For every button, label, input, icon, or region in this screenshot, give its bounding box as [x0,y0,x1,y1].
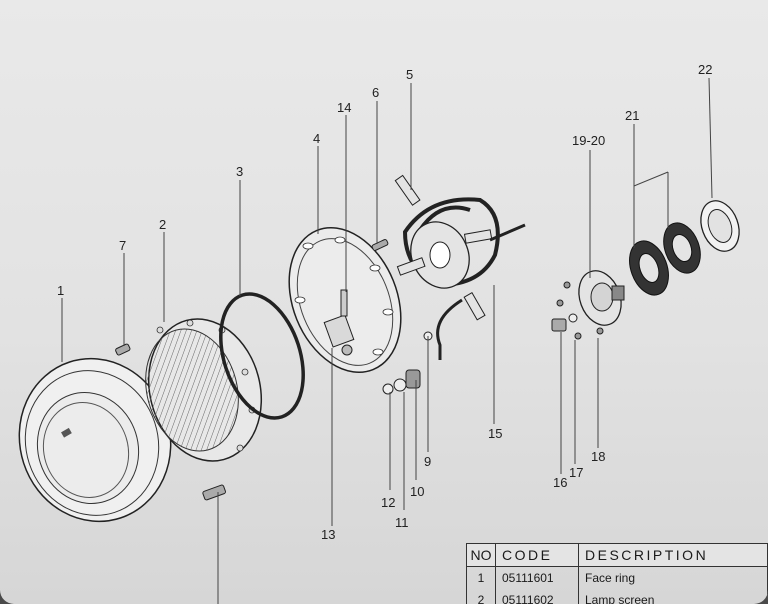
callout-2: 2 [159,217,166,232]
callout-19-20: 19-20 [572,133,605,148]
table-header-row: NO CODE DESCRIPTION [466,543,768,567]
cell-no: 1 [466,566,496,589]
callout-3: 3 [236,164,243,179]
cell-code: 05111602 [495,589,579,604]
callout-16: 16 [553,475,567,490]
callout-18: 18 [591,449,605,464]
col-description: DESCRIPTION [578,543,768,567]
part-face-ring [18,357,172,523]
cell-no: 2 [466,589,496,604]
part-gaskets [629,222,701,296]
callout-5: 5 [406,67,413,82]
callout-12: 12 [381,495,395,510]
parts-table: NO CODE DESCRIPTION 1 05111601 Face ring… [466,543,768,604]
table-row: 2 05111602 Lamp screen [466,589,768,604]
cell-description: Lamp screen [578,589,768,604]
part-lamp-holder [394,174,526,360]
col-no: NO [466,543,496,567]
part-lamp-screen [145,318,263,462]
callout-13: 13 [321,527,335,542]
callout-1: 1 [57,283,64,298]
callout-21: 21 [625,108,639,123]
part-washer [700,200,740,252]
callout-17: 17 [569,465,583,480]
callout-10: 10 [410,484,424,499]
callout-4: 4 [313,131,320,146]
part-cable-gland [578,270,625,326]
part-reflector-plate [288,227,402,373]
small-parts [115,239,604,501]
table-row: 1 05111601 Face ring [466,566,768,589]
cell-code: 05111601 [495,566,579,589]
col-code: CODE [495,543,579,567]
callout-6: 6 [372,85,379,100]
callout-11: 11 [395,515,409,530]
callout-9: 9 [424,454,431,469]
leader-lines [61,77,713,604]
cell-description: Face ring [578,566,768,589]
callout-15: 15 [488,426,502,441]
callout-14: 14 [337,100,351,115]
callout-labels: 1 2 3 4 5 6 7 9 10 11 12 13 14 15 16 17 … [57,62,712,542]
part-o-ring [219,292,305,420]
callout-22: 22 [698,62,712,77]
callout-7: 7 [119,238,126,253]
